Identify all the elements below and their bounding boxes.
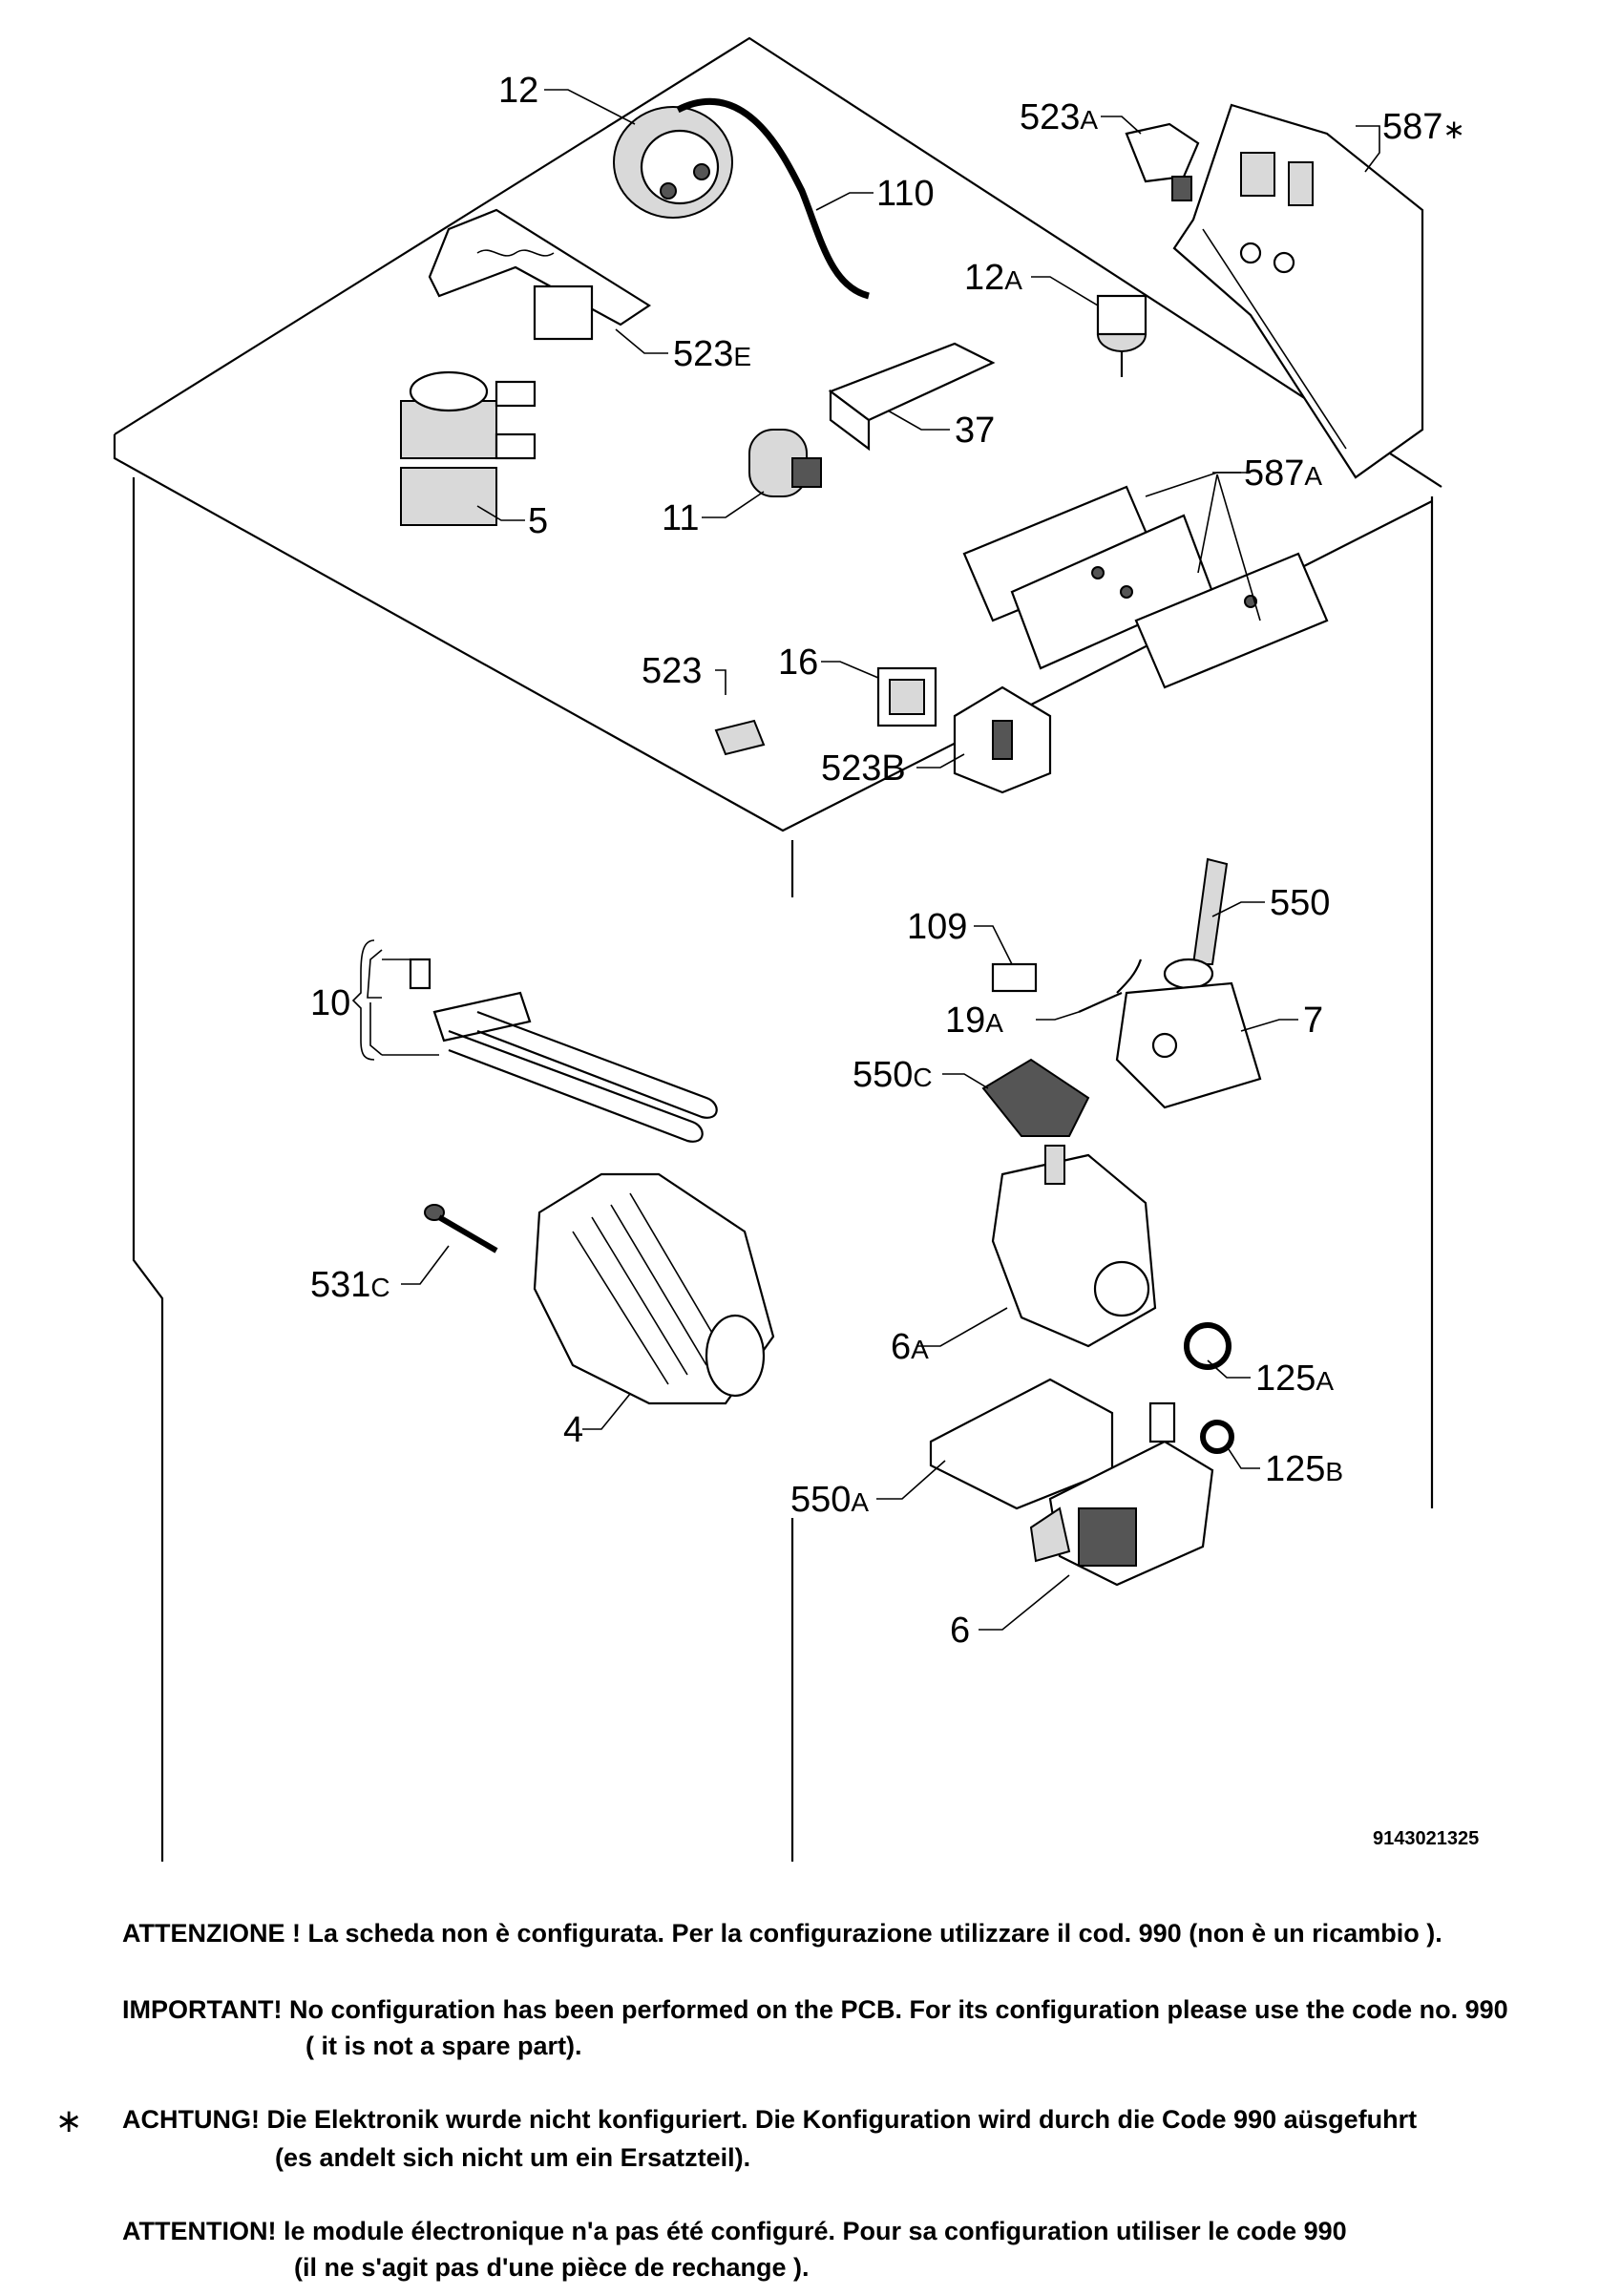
label-523b: 523B	[821, 748, 906, 789]
part-lever-550	[1163, 857, 1229, 990]
label-110: 110	[876, 174, 935, 214]
label-12: 12	[498, 71, 538, 111]
label-4: 4	[563, 1410, 583, 1450]
part-screw	[424, 1204, 498, 1253]
part-sensor-12a	[1096, 294, 1147, 377]
part-labels: 12 110 523A 587∗ 12A 523E 37 5 11 587A 5…	[310, 71, 1465, 1651]
label-523a: 523A	[1020, 97, 1098, 137]
part-bracket-523e	[428, 208, 652, 341]
part-seal-125b	[1200, 1420, 1234, 1454]
note-german-line2: (es andelt sich nicht um ein Ersatzteil)…	[275, 2143, 751, 2172]
label-19a: 19A	[945, 1001, 1003, 1041]
cabinet-outline	[113, 36, 1442, 1862]
heater-brace	[351, 939, 375, 1061]
label-6a: 6A	[891, 1327, 929, 1367]
label-550c: 550C	[853, 1055, 933, 1095]
part-clip-523a	[1125, 122, 1200, 201]
part-hose	[676, 98, 871, 300]
part-main-pcb	[1172, 103, 1424, 479]
leader-lines	[367, 89, 1380, 1631]
label-587: 587∗	[1382, 107, 1465, 147]
part-clip-523	[714, 719, 766, 756]
note-english-line1: IMPORTANT! No configuration has been per…	[122, 1995, 1508, 2024]
part-cap-109	[991, 962, 1038, 993]
label-523: 523	[642, 651, 702, 691]
part-heater	[409, 958, 718, 1143]
note-german-line1: ACHTUNG! Die Elektronik wurde nicht konf…	[122, 2105, 1418, 2134]
label-5: 5	[528, 501, 548, 541]
part-door-lock-7	[1115, 981, 1262, 1109]
part-pump-housing	[991, 1145, 1157, 1348]
label-550: 550	[1270, 883, 1330, 923]
label-6: 6	[950, 1611, 970, 1651]
note-french-line1: ATTENTION! le module électronique n'a pa…	[122, 2217, 1347, 2245]
asterisk-icon: ∗	[55, 2102, 83, 2140]
part-cover-523b	[953, 685, 1052, 794]
part-motor	[533, 1172, 775, 1405]
label-37: 37	[955, 411, 995, 451]
part-terminal-block	[828, 342, 996, 452]
label-16: 16	[778, 642, 818, 683]
note-english-line2: ( it is not a spare part).	[305, 2032, 582, 2060]
label-523e: 523E	[673, 334, 751, 374]
note-french-line2: (il ne s'agit pas d'une pièce de rechang…	[294, 2253, 810, 2282]
note-italian: ATTENZIONE ! La scheda non è configurata…	[122, 1919, 1442, 1948]
label-109: 109	[907, 907, 967, 947]
part-capacitor	[748, 429, 822, 497]
part-sensor-19a	[1078, 958, 1143, 1014]
part-seal-125a	[1184, 1322, 1232, 1370]
part-drain-pump	[1029, 1401, 1214, 1587]
part-valve	[400, 370, 537, 526]
drawing-code: 9143021325	[1373, 1828, 1480, 1849]
label-531c: 531C	[310, 1265, 390, 1305]
label-10: 10	[310, 983, 350, 1023]
part-display-boards	[962, 485, 1329, 689]
label-125a: 125A	[1255, 1359, 1334, 1399]
label-7: 7	[1303, 1001, 1323, 1041]
part-cover-550c	[981, 1058, 1090, 1137]
label-11: 11	[662, 498, 699, 538]
part-pressure-switch	[613, 106, 733, 219]
label-550a: 550A	[790, 1480, 869, 1520]
label-587a: 587A	[1244, 453, 1322, 494]
label-125b: 125B	[1265, 1449, 1343, 1489]
label-12a: 12A	[964, 258, 1022, 298]
part-module-16	[876, 666, 937, 727]
